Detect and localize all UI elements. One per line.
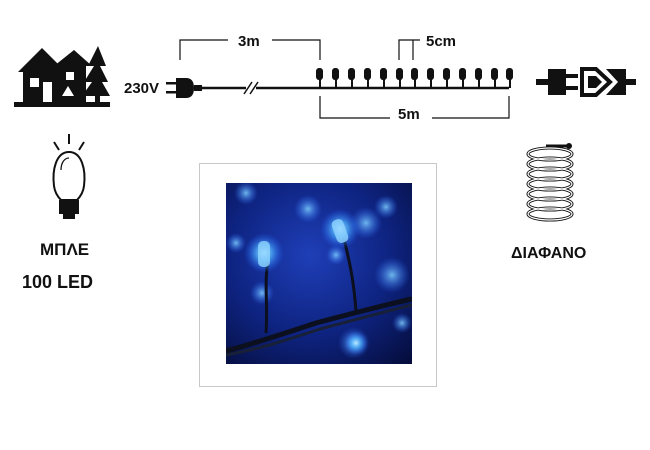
cable-type-label: ΔΙΑΦΑΝΟ: [511, 245, 587, 262]
led-count-label: 100 LED: [22, 272, 94, 292]
string-light-dimension-diagram: [166, 39, 513, 119]
product-photo: [226, 183, 412, 364]
lit-length-label: 5m: [398, 106, 420, 123]
bulb-spacing-label: 5cm: [426, 33, 457, 50]
lead-cable-length-label: 3m: [238, 33, 260, 50]
linkable-connector-icon: [536, 67, 636, 97]
voltage-label: 230V: [124, 80, 160, 97]
led-bulb-icon: [52, 134, 86, 219]
house-with-trees-icon: [14, 46, 110, 107]
coiled-cable-icon: [526, 143, 574, 222]
light-color-label: ΜΠΛΕ: [40, 240, 90, 259]
